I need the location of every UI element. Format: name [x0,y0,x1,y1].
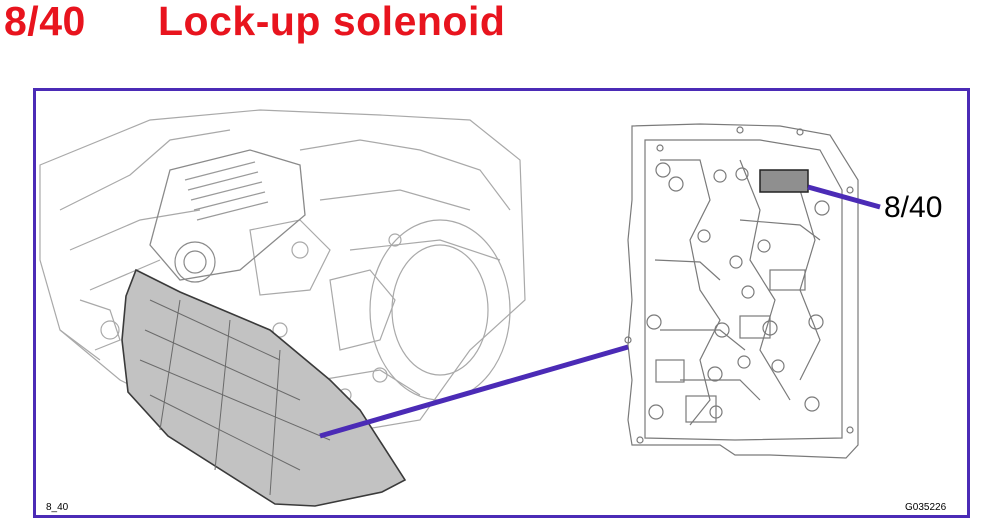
title-text: Lock-up solenoid [158,0,506,44]
figure-id: 8_40 [46,502,69,513]
figure-code: G035226 [905,502,947,513]
title-number: 8/40 [4,0,86,44]
oil-pan-ribs [139,299,331,496]
lock-up-solenoid [759,169,809,193]
callout-leader-line [807,184,881,210]
valve-body [624,123,859,459]
callout-label: 8/40 [884,191,943,224]
page-title: 8/40 Lock-up solenoid [4,0,505,45]
oil-pan [121,268,407,507]
transmission-illustration [39,109,526,441]
connector-line [319,344,629,439]
